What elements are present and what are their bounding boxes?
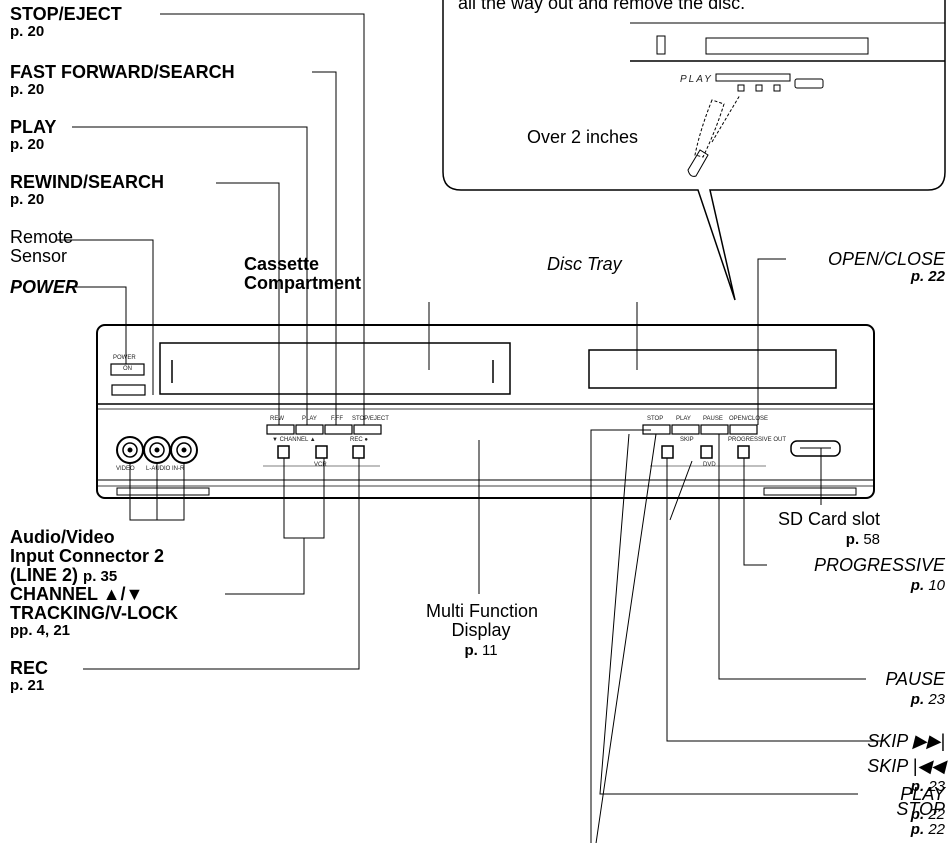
label-cassette-compartment: Cassette Compartment bbox=[244, 254, 362, 293]
label-multi-function-display: Multi Function Display p. 11 bbox=[426, 601, 539, 659]
panel-play2-text: PLAY bbox=[676, 416, 691, 422]
label-open-close: OPEN/CLOSE p. 22 bbox=[827, 249, 945, 285]
mini-display-text: PLAY bbox=[680, 74, 713, 85]
label-sd-card-slot: SD Card slot p. 58 bbox=[777, 509, 880, 548]
panel-ffwd-text: F.FF bbox=[331, 416, 343, 422]
label-power: POWER bbox=[10, 277, 79, 297]
unit-body bbox=[96, 324, 875, 499]
label-stop-eject: STOP/EJECT p. 20 bbox=[10, 4, 122, 40]
panel-pause-text: PAUSE bbox=[703, 416, 723, 422]
panel-stop-text: STOP bbox=[647, 416, 664, 422]
label-av-input: Audio/Video Input Connector 2 (LINE 2) p… bbox=[10, 527, 164, 585]
panel-dvd-text: DVD bbox=[703, 462, 716, 468]
label-skip-forward: SKIP ▶▶| bbox=[867, 731, 945, 751]
panel-vcr-text: VCR bbox=[314, 462, 327, 468]
panel-audio-text: L-AUDIO IN-R bbox=[146, 466, 185, 472]
leader-lines bbox=[56, 13, 884, 843]
callout-top-text: all the way out and remove the disc. bbox=[458, 0, 746, 13]
label-channel-tracking: CHANNEL ▲/▼ TRACKING/V-LOCK pp. 4, 21 bbox=[10, 584, 178, 639]
callout-note: Over 2 inches bbox=[527, 127, 639, 147]
label-play-vcr: PLAY p. 20 bbox=[10, 117, 57, 153]
label-rec: REC p. 21 bbox=[10, 658, 49, 694]
label-pause: PAUSE p. 23 bbox=[885, 669, 945, 708]
label-progressive: PROGRESSIVE p. 10 bbox=[813, 555, 945, 594]
panel-rec-text: REC ● bbox=[350, 437, 368, 443]
panel-channel-text: ▼ CHANNEL ▲ bbox=[272, 437, 316, 443]
panel-skip-text: SKIP bbox=[680, 437, 694, 443]
label-remote-sensor: Remote Sensor bbox=[10, 227, 74, 266]
panel-progressive-out-text: PROGRESSIVE OUT bbox=[728, 437, 787, 443]
panel-power-text: POWER bbox=[113, 355, 136, 361]
callout-bubble bbox=[442, 0, 946, 301]
label-disc-tray: Disc Tray bbox=[547, 254, 622, 274]
label-play-dvd: PLAY p. 22 bbox=[900, 784, 945, 823]
label-stop-dvd: STOP p. 22 bbox=[896, 799, 945, 838]
panel-play-text: PLAY bbox=[302, 416, 317, 422]
panel-video-text: VIDEO bbox=[116, 466, 135, 472]
label-skip-back: SKIP |◀◀ p. 23 bbox=[867, 756, 945, 795]
panel-stop-eject-text: STOP/EJECT bbox=[352, 416, 389, 422]
panel-on-text: ON bbox=[123, 366, 132, 372]
mini-player-illustration bbox=[630, 22, 945, 177]
panel-open-close-text: OPEN/CLOSE bbox=[729, 416, 769, 422]
label-rewind-search: REWIND/SEARCH p. 20 bbox=[10, 172, 165, 208]
label-fast-forward-search: FAST FORWARD/SEARCH p. 20 bbox=[10, 62, 235, 98]
panel-rewind-text: REW bbox=[270, 416, 284, 422]
